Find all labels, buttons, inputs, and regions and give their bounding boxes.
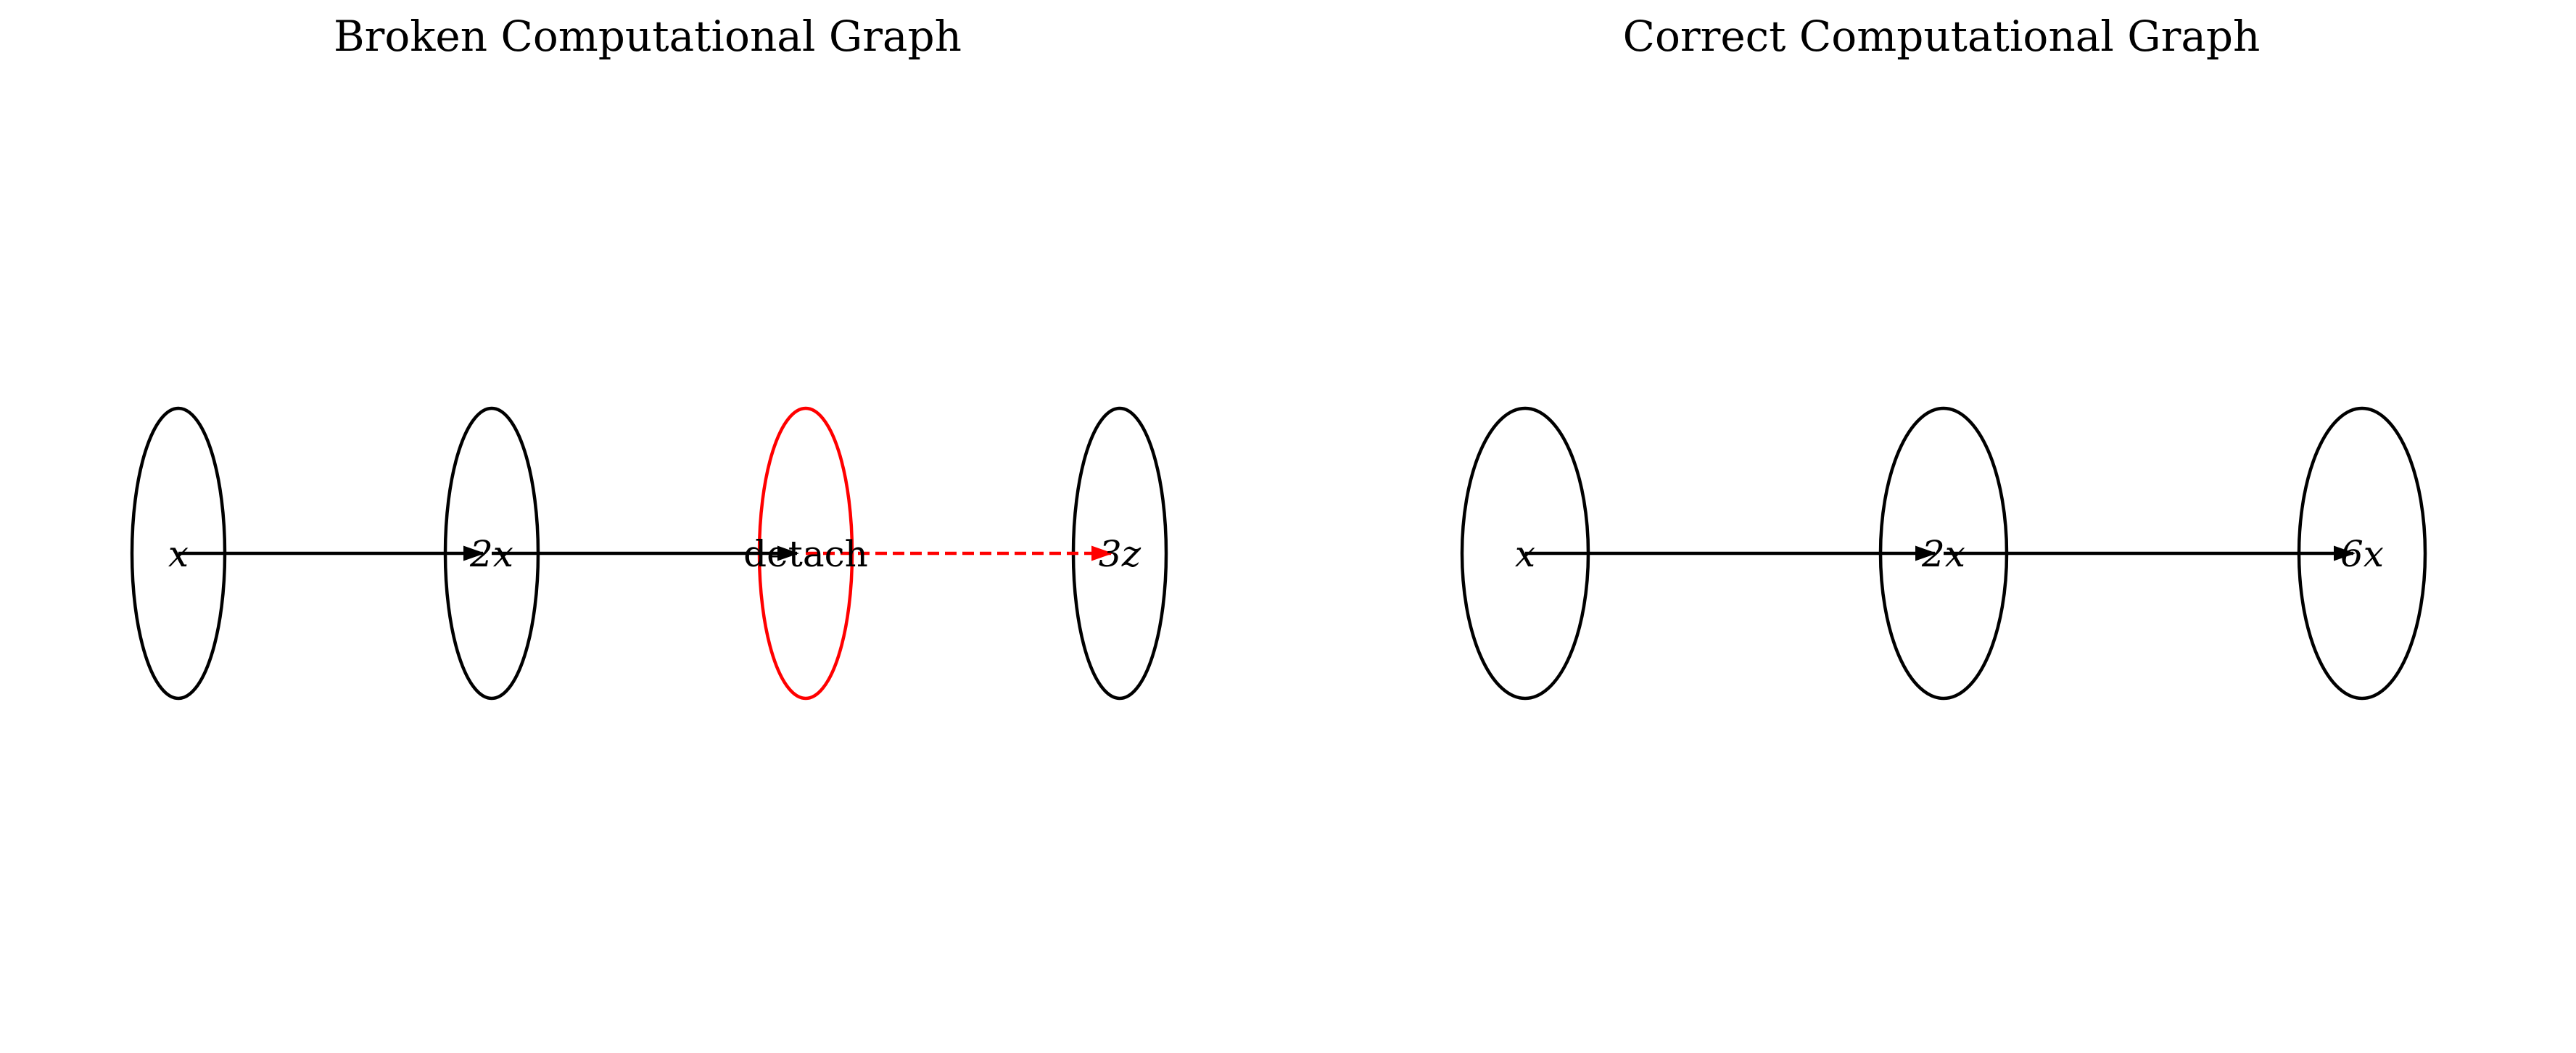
node-2x-label: 2x [469, 533, 513, 575]
broken-graph-title: Broken Computational Graph [334, 12, 962, 61]
node-detach-label: detach [743, 533, 868, 575]
correct-graph-panel: Correct Computational Graph x 2x 6x [1460, 12, 2427, 701]
node-3z-label: 3z [1099, 533, 1142, 575]
node-x-label: x [1515, 533, 1535, 575]
broken-graph-panel: Broken Computational Graph x 2x detach 3… [130, 12, 1168, 701]
node-x-label: x [168, 533, 189, 575]
node-2x-label: 2x [1921, 533, 1965, 575]
correct-graph-title: Correct Computational Graph [1623, 12, 2261, 61]
node-6x-label: 6x [2340, 533, 2384, 575]
